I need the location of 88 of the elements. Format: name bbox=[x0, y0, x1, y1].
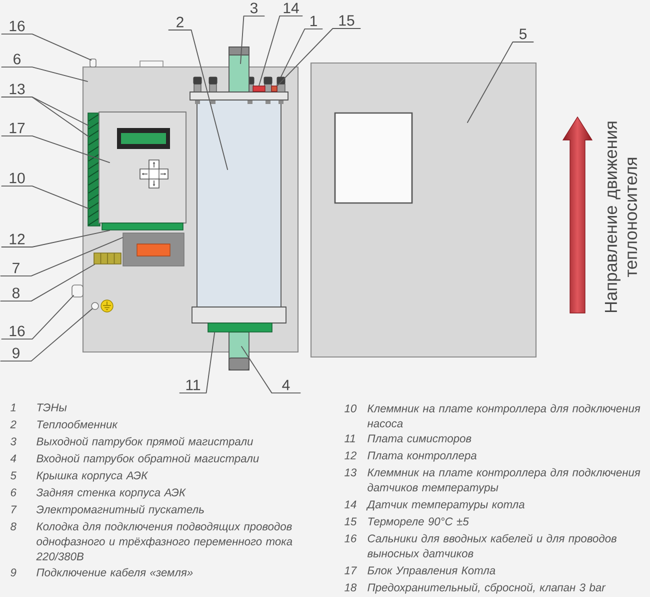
callout-number: 4 bbox=[282, 380, 290, 390]
key-number: 7 bbox=[11, 506, 17, 514]
callout-number: 9 bbox=[12, 348, 20, 358]
leader-line bbox=[276, 28, 361, 86]
key-description: Входной патрубок обратной магистрали bbox=[36, 454, 259, 465]
key-description: Предохранительный, сбросной, клапан 3 bar bbox=[368, 583, 606, 594]
key-number: 3 bbox=[10, 438, 16, 446]
key-description: Сальники для вводных кабелей и для проводов выносных датчиков bbox=[367, 534, 616, 558]
callout-number: 11 bbox=[186, 380, 200, 390]
key-number: 12 bbox=[344, 452, 356, 460]
circuit-board bbox=[208, 322, 272, 332]
leader-line bbox=[179, 332, 216, 394]
key-description: Теплообменник bbox=[37, 420, 118, 428]
key-description: Плата симисторов bbox=[368, 434, 472, 445]
key-description: Подключение кабеля «земля» bbox=[36, 568, 193, 576]
callout-number: 3 bbox=[250, 2, 258, 14]
key-number: 16 bbox=[344, 534, 357, 542]
key-description: Крышка корпуса АЭК bbox=[36, 472, 148, 482]
thermostat bbox=[271, 86, 278, 92]
key-number: 15 bbox=[344, 518, 357, 526]
terminal-block bbox=[94, 252, 122, 264]
leader-line bbox=[0, 237, 124, 276]
cable-gland bbox=[90, 58, 96, 68]
leader-line bbox=[0, 264, 96, 302]
leader-line bbox=[280, 28, 323, 78]
callout-number: 2 bbox=[176, 16, 184, 28]
key-number: 5 bbox=[10, 472, 16, 480]
callout-number: 7 bbox=[12, 262, 20, 274]
callout-number: 15 bbox=[339, 15, 354, 26]
leader-line bbox=[241, 346, 301, 394]
key-number: 4 bbox=[10, 454, 16, 462]
callout-number: 5 bbox=[519, 28, 527, 40]
front-cover bbox=[310, 62, 537, 358]
key-number: 14 bbox=[344, 500, 356, 508]
leader-line bbox=[1, 135, 110, 163]
inlet-pipe bbox=[228, 332, 250, 370]
key-number: 10 bbox=[344, 404, 357, 412]
leader-line bbox=[168, 30, 228, 170]
key-description: Плата контроллера bbox=[368, 452, 476, 462]
outlet-pipe bbox=[228, 46, 250, 92]
callout-number: 14 bbox=[284, 2, 299, 14]
key-number: 1 bbox=[10, 404, 16, 412]
callout-number: 17 bbox=[10, 122, 25, 134]
leader-line bbox=[1, 66, 88, 82]
heat-exchanger bbox=[190, 76, 288, 324]
callout-number: 8 bbox=[12, 288, 20, 298]
contactor bbox=[122, 232, 184, 266]
callout-number: 16 bbox=[10, 326, 25, 336]
key-description: Задняя стенка корпуса АЭК bbox=[36, 488, 186, 499]
leader-line bbox=[1, 230, 110, 248]
key-description: Блок Управления Котла bbox=[368, 566, 496, 577]
leader-line bbox=[1, 96, 90, 138]
callout-number: 1 bbox=[310, 16, 317, 26]
leader-line bbox=[467, 42, 534, 123]
ground-terminal bbox=[91, 302, 99, 310]
key-number: 11 bbox=[344, 434, 355, 442]
key-description: Клеммник на плате контроллера для подключения датчиков температуры bbox=[368, 468, 640, 494]
temperature-sensor bbox=[252, 86, 266, 92]
key-description: Клеммник на плате контроллера для подключения насоса bbox=[367, 404, 640, 428]
circuit-board bbox=[102, 222, 184, 230]
key-description: Датчик температуры котла bbox=[366, 500, 524, 511]
flow-direction-label: Направление движения теплоносителя bbox=[604, 122, 638, 312]
key-description: Термореле 90°C ±5 bbox=[368, 518, 469, 528]
callout-number: 10 bbox=[10, 172, 25, 184]
key-number: 9 bbox=[10, 568, 16, 576]
key-number: 6 bbox=[10, 488, 16, 496]
key-description: Выходной патрубок прямой магистрали bbox=[36, 437, 253, 448]
callout-number: 12 bbox=[10, 234, 25, 244]
key-number: 8 bbox=[10, 522, 16, 530]
key-number: 2 bbox=[10, 420, 16, 428]
key-number: 18 bbox=[344, 584, 357, 592]
callout-number: 6 bbox=[14, 54, 20, 64]
terminal-bolt bbox=[276, 76, 286, 92]
callout-number: 16 bbox=[10, 20, 25, 32]
key-description: ТЭНы bbox=[37, 404, 67, 412]
key-description: Электромагнитный пускатель bbox=[36, 505, 204, 516]
leader-line bbox=[1, 294, 74, 340]
leader-line bbox=[240, 16, 265, 64]
leader-line bbox=[1, 34, 92, 61]
terminal-strip bbox=[88, 112, 100, 226]
key-number: 17 bbox=[344, 566, 357, 574]
cable-gland bbox=[72, 284, 84, 298]
key-description: Колодка для подключения подводящих проводов однофазного и трёхфазного переменного тока 220/380В bbox=[36, 522, 292, 560]
key-number: 13 bbox=[344, 468, 357, 476]
leader-line bbox=[0, 308, 93, 362]
leader-line bbox=[258, 15, 303, 86]
callout-number: 13 bbox=[10, 84, 25, 94]
leader-line bbox=[1, 186, 90, 210]
